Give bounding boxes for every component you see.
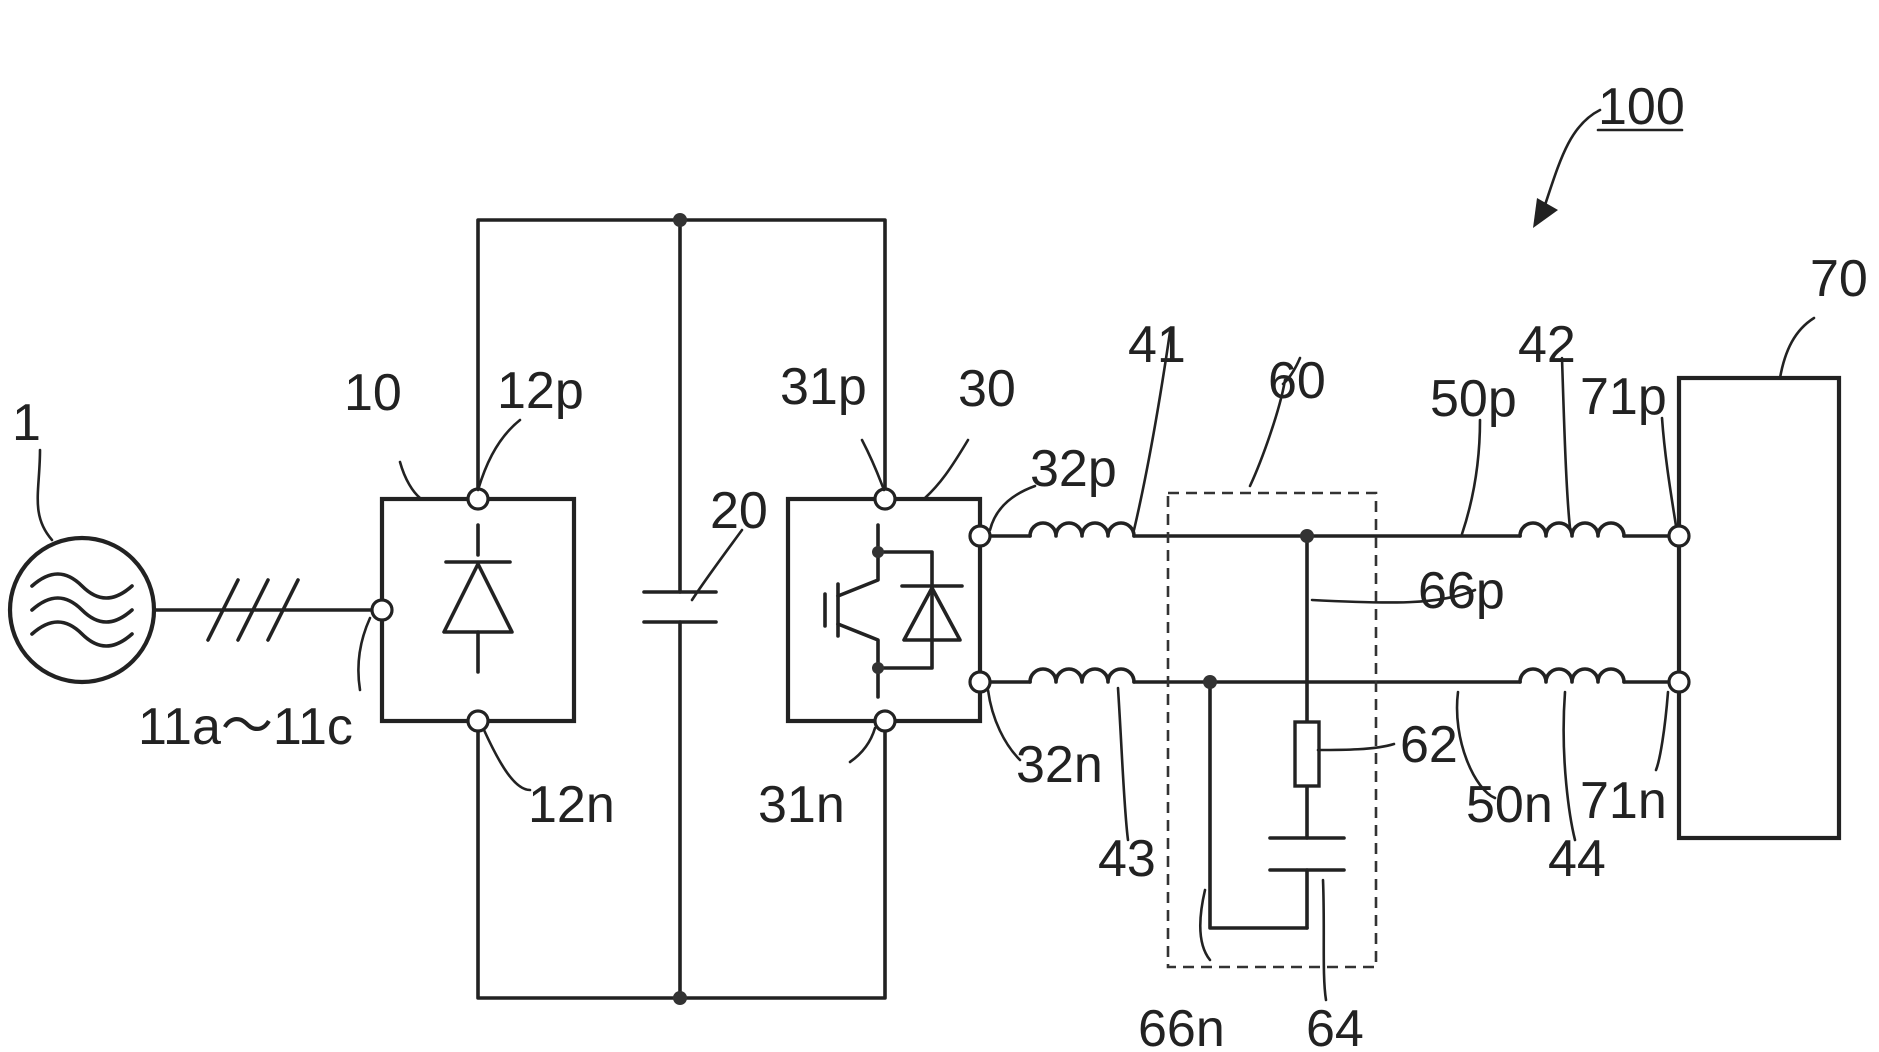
terminal-31p <box>875 489 895 509</box>
label-wire-66p: 66p <box>1418 562 1505 620</box>
ac-source <box>10 538 154 682</box>
terminal-32n <box>970 672 990 692</box>
label-converter-p: 12p <box>497 362 584 420</box>
label-converter: 10 <box>344 364 402 422</box>
terminal-71p <box>1669 526 1689 546</box>
label-wire-66n: 66n <box>1138 1000 1225 1052</box>
label-inverter: 30 <box>958 360 1016 418</box>
label-line-n: 50n <box>1466 776 1553 834</box>
terminal-32p <box>970 526 990 546</box>
load-block <box>1679 378 1839 838</box>
inductor-41 <box>1030 523 1134 536</box>
label-filter-cap: 64 <box>1306 1000 1364 1052</box>
label-inverter-n: 31n <box>758 776 845 834</box>
terminal-71n <box>1669 672 1689 692</box>
label-system: 100 <box>1598 78 1685 136</box>
terminal-11 <box>372 600 392 620</box>
label-converter-n: 12n <box>528 776 615 834</box>
terminal-12p <box>468 489 488 509</box>
terminal-12n <box>468 711 488 731</box>
converter-block <box>382 499 574 721</box>
terminal-31n <box>875 711 895 731</box>
inverter-block <box>788 499 980 721</box>
label-inductor-43: 43 <box>1098 830 1156 888</box>
three-phase-line <box>155 580 382 640</box>
label-capacitor: 20 <box>710 482 768 540</box>
label-input-terminals: 11a〜11c <box>138 698 353 756</box>
label-resistor: 62 <box>1400 716 1458 774</box>
inductor-42 <box>1520 523 1624 536</box>
label-line-p: 50p <box>1430 370 1517 428</box>
label-load-n: 71n <box>1580 772 1667 830</box>
label-inductor-42: 42 <box>1518 316 1576 374</box>
label-load: 70 <box>1810 250 1868 308</box>
inductor-44 <box>1520 669 1624 682</box>
label-filter: 60 <box>1268 352 1326 410</box>
label-load-p: 71p <box>1580 368 1667 426</box>
label-inductor-44: 44 <box>1548 830 1606 888</box>
filter-block <box>1168 493 1376 967</box>
label-inverter-p: 31p <box>780 358 867 416</box>
label-out-p: 32p <box>1030 440 1117 498</box>
dc-link-capacitor <box>644 592 716 622</box>
label-inductor-41: 41 <box>1128 316 1186 374</box>
label-out-n: 32n <box>1016 736 1103 794</box>
inductor-43 <box>1030 669 1134 682</box>
label-source: 1 <box>12 394 41 452</box>
junction-dots <box>673 213 1314 1005</box>
